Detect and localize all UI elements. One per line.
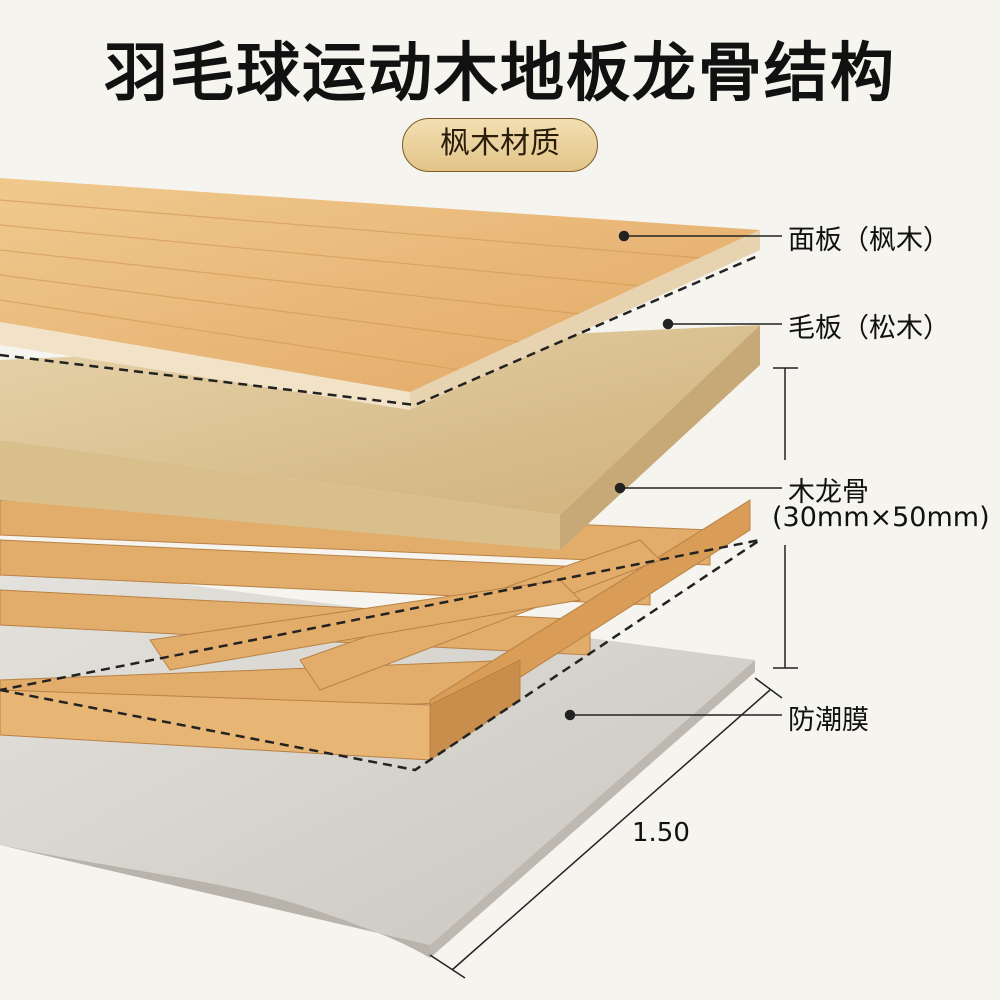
dimension-label: 1.50 [632,818,690,848]
panel-dashed-outline [0,253,761,407]
label-joist: 木龙骨 [788,477,869,508]
wood-joist-layer [0,499,751,761]
joist-dashed-outline [0,538,761,772]
label-membrane: 防潮膜 [788,705,869,736]
label-top-panel: 面板（枫木） [788,225,950,256]
label-subfloor: 毛板（松木） [788,313,950,344]
leader-lines [429,230,798,979]
page-title: 羽毛球运动木地板龙骨结构 [104,37,896,111]
maple-panel-layer [0,178,760,410]
label-joist-size: (30mm×50mm) [772,502,990,533]
material-badge: 枫木材质 [402,118,598,172]
